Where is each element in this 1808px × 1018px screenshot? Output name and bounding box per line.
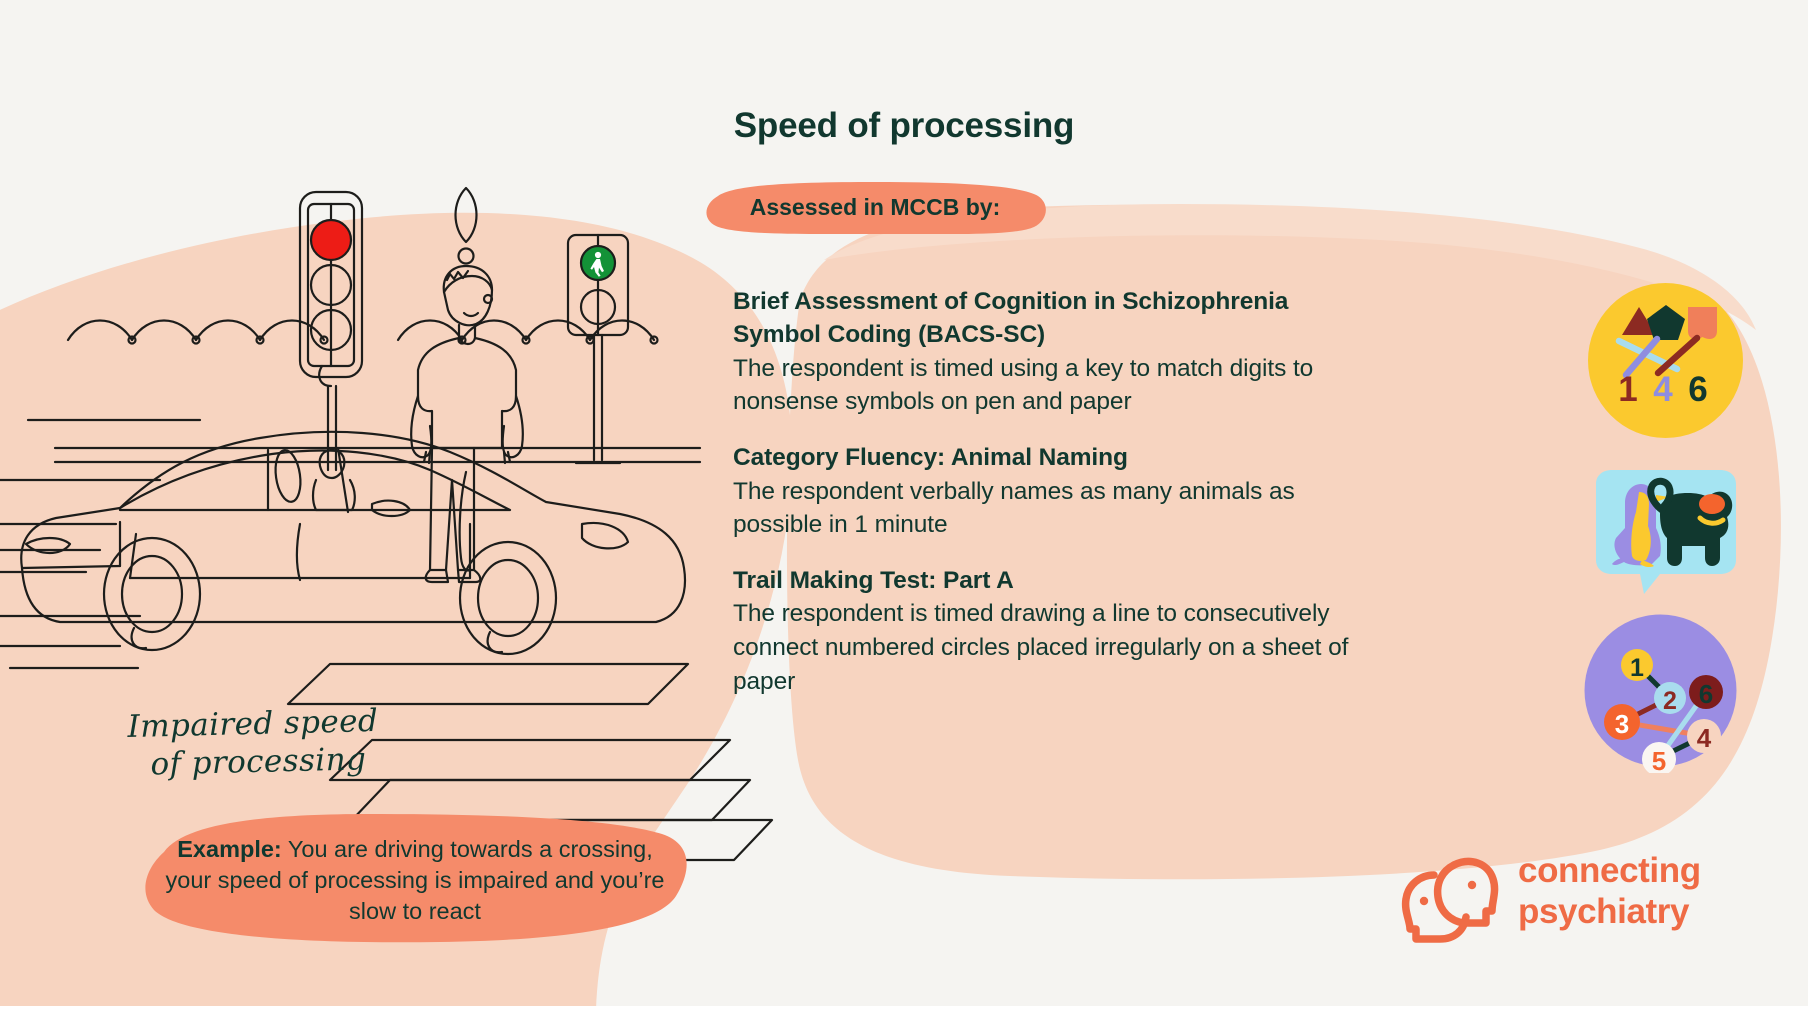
assessment-item-title: Category Fluency: Animal Naming — [733, 444, 1128, 472]
car-figure — [20, 430, 686, 656]
trail-node: 4 — [1687, 719, 1721, 753]
trail-node: 2 — [1654, 682, 1686, 715]
digit-1: 1 — [1618, 370, 1637, 409]
animal-naming-icon — [1596, 470, 1736, 594]
illustration-caption: Impaired speed of processing — [127, 701, 459, 785]
trail-node: 1 — [1621, 649, 1653, 682]
trail-node-label: 1 — [1630, 654, 1644, 682]
eye-left-icon — [1419, 896, 1429, 906]
brand-logo-text: connecting psychiatry — [1518, 851, 1701, 932]
caption-line-2: of processing — [150, 741, 367, 783]
two-heads-icon — [1401, 857, 1499, 943]
assessed-badge-background — [706, 182, 1046, 234]
assessment-item-description: The respondent is timed drawing a line t… — [733, 600, 1349, 696]
walk-glyph-icon — [590, 251, 604, 277]
example-text: Example: You are driving towards a cross… — [162, 834, 668, 927]
example-label: Example: — [177, 836, 282, 862]
assessment-items-list: Brief Assessment of Cognition in Schizop… — [733, 285, 1373, 721]
triangle-symbol-icon — [1622, 307, 1656, 335]
pedestrian-figure — [410, 186, 524, 584]
line-symbol-icon — [1622, 335, 1661, 379]
trail-node-label: 6 — [1699, 679, 1713, 709]
assessment-item-description: The respondent is timed using a key to m… — [733, 354, 1314, 416]
trail-making-icon: 1 2 3 4 5 6 — [1584, 614, 1737, 773]
assessment-item-title: Trail Making Test: Part A — [733, 567, 1014, 595]
caption-line-1: Impaired speed — [127, 702, 379, 746]
dog-icon — [1647, 477, 1733, 566]
assessment-item: Brief Assessment of Cognition in Schizop… — [733, 285, 1373, 419]
assessment-item-description: The respondent verbally names as many an… — [733, 477, 1295, 539]
zebra-crossing — [286, 662, 774, 862]
assessment-item: Trail Making Test: Part A The respondent… — [733, 564, 1373, 699]
assessed-in-mccb-badge: Assessed in MCCB by: — [700, 182, 1050, 234]
assessment-item: Category Fluency: Animal Naming The resp… — [733, 441, 1373, 542]
digit-4: 4 — [1653, 370, 1673, 409]
traffic-light-icon — [298, 190, 364, 472]
trail-node-label: 4 — [1697, 723, 1712, 753]
assessment-item-title: Brief Assessment of Cognition in Schizop… — [733, 288, 1289, 349]
collar-icon — [1697, 515, 1726, 526]
trail-node: 6 — [1689, 675, 1723, 709]
example-body: You are driving towards a crossing, your… — [165, 836, 665, 925]
ball-icon — [1699, 494, 1725, 514]
penguin-icon — [1612, 484, 1669, 568]
symbol-coding-icon: 1 4 6 — [1588, 283, 1743, 438]
example-callout-background — [145, 814, 687, 943]
page-title: Speed of processing — [733, 106, 1075, 145]
eye-right-icon — [1467, 880, 1477, 890]
digit-6: 6 — [1688, 370, 1707, 409]
trail-node-label: 3 — [1615, 709, 1629, 739]
brand-line-2: psychiatry — [1518, 891, 1690, 931]
assessed-badge-label: Assessed in MCCB by: — [749, 194, 1001, 220]
bottom-strip — [0, 1006, 1808, 1018]
speed-of-processing-illustration — [0, 186, 774, 862]
trail-node-label: 2 — [1663, 687, 1677, 715]
trail-node: 5 — [1642, 742, 1676, 773]
cup-symbol-icon — [1688, 307, 1717, 339]
brand-line-1: connecting — [1518, 851, 1701, 890]
pentagon-symbol-icon — [1647, 305, 1685, 340]
trail-node-label: 5 — [1652, 746, 1666, 773]
railing-icon — [66, 319, 659, 345]
brand-logo: connecting psychiatry — [1398, 845, 1728, 955]
speed-lines — [0, 418, 202, 670]
example-callout: Example: You are driving towards a cross… — [140, 810, 690, 945]
line-symbol-icon — [1654, 334, 1701, 377]
trail-node: 3 — [1604, 704, 1640, 740]
